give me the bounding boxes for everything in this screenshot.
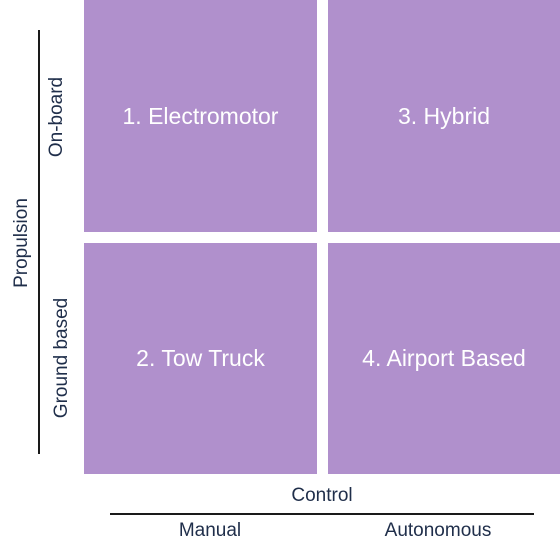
quadrant-label: 2. Tow Truck — [136, 345, 265, 371]
column-label-autonomous: Autonomous — [384, 520, 492, 541]
column-label-manual: Manual — [178, 520, 242, 541]
x-axis-title: Control — [291, 485, 353, 506]
quadrant-label: 4. Airport Based — [362, 345, 526, 371]
quadrant-tow-truck: 2. Tow Truck — [84, 243, 317, 474]
quadrant-hybrid: 3. Hybrid — [328, 0, 560, 232]
y-axis-line — [38, 30, 40, 454]
x-axis-line — [110, 513, 534, 515]
row-label-ground-based: Ground based — [51, 297, 72, 419]
quadrant-airport-based: 4. Airport Based — [328, 243, 560, 474]
quadrant-label: 3. Hybrid — [397, 102, 491, 129]
quadrant-label: 1. Electromotor — [122, 102, 279, 129]
quadrant-electromotor: 1. Electromotor — [84, 0, 317, 232]
row-label-on-board: On-board — [46, 76, 67, 158]
y-axis-title: Propulsion — [11, 198, 32, 288]
